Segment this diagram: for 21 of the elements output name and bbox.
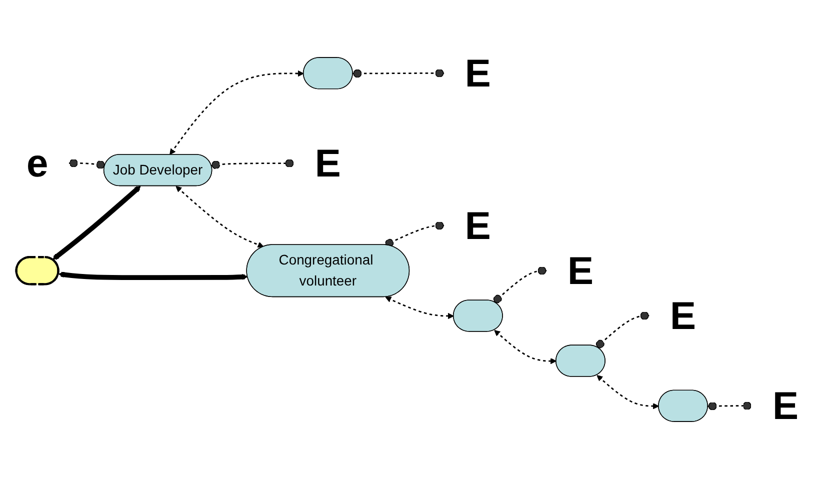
arrow bbox=[494, 330, 556, 364]
connector bbox=[596, 312, 650, 348]
connector bbox=[493, 266, 547, 304]
arrow bbox=[596, 375, 660, 410]
connector bbox=[385, 221, 444, 248]
arrow bbox=[176, 186, 264, 248]
node-text: E bbox=[314, 141, 341, 185]
node-text: e bbox=[26, 140, 48, 185]
connector bbox=[211, 159, 294, 170]
connector bbox=[352, 68, 444, 78]
node-text: E bbox=[464, 203, 491, 248]
arrow bbox=[385, 296, 454, 320]
node-text: E bbox=[567, 248, 594, 292]
connector bbox=[708, 402, 752, 410]
connector bbox=[69, 158, 106, 169]
node-text: E bbox=[670, 293, 696, 338]
node-text: E bbox=[772, 384, 799, 428]
arrow bbox=[52, 186, 141, 260]
arrow bbox=[58, 272, 248, 280]
node-text: E bbox=[464, 50, 491, 95]
arrow bbox=[170, 70, 304, 155]
